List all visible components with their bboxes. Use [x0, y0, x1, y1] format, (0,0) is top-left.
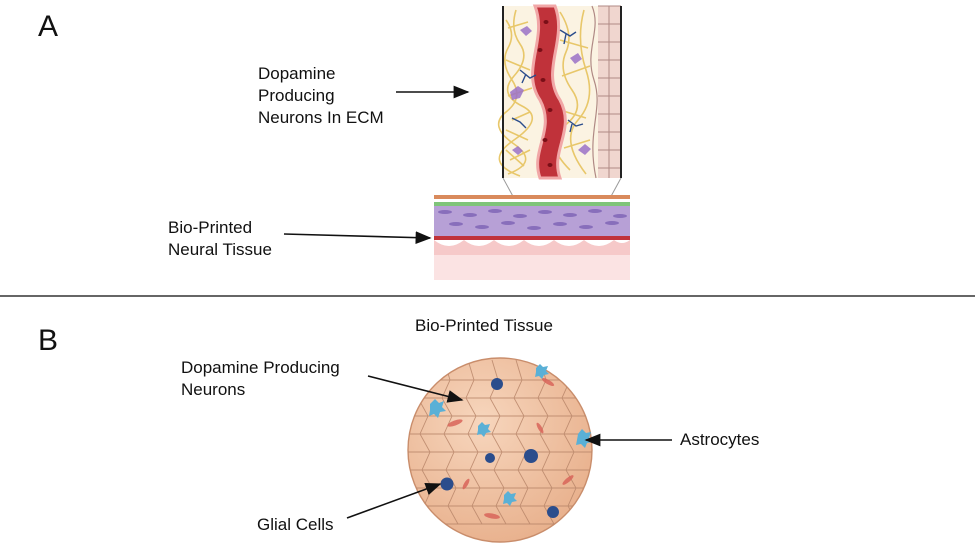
ecm-neurons — [511, 29, 584, 133]
dopamine-neurons — [440, 378, 559, 518]
arrow-neurons — [367, 375, 464, 403]
label-dopamine-neurons-2: Neurons — [181, 380, 245, 399]
ecm-epithelium — [590, 5, 621, 179]
label-bioprinted-tissue-2: Neural Tissue — [168, 240, 272, 259]
panel-b-title: Bio-Printed Tissue — [415, 316, 553, 335]
ecm-zoom-panel — [497, 4, 622, 180]
label-dopamine-ecm-3: Neurons In ECM — [258, 108, 384, 127]
ecm-purple-cells — [510, 26, 591, 155]
tissue-sphere — [407, 357, 593, 543]
arrow-tissue — [283, 231, 432, 245]
label-bioprinted-tissue-1: Bio-Printed — [168, 218, 252, 237]
red-cells — [447, 378, 574, 519]
label-glial-cells: Glial Cells — [257, 515, 334, 534]
arrow-glial — [346, 482, 442, 519]
bio-printed-tissue-slab — [434, 195, 630, 280]
blood-vessel — [531, 4, 567, 180]
panel-b-letter: B — [38, 324, 58, 357]
panel-a-letter: A — [38, 10, 58, 43]
label-dopamine-ecm-1: Dopamine — [258, 64, 336, 83]
astrocytes — [429, 364, 593, 506]
label-dopamine-neurons-1: Dopamine Producing — [181, 358, 340, 377]
label-dopamine-ecm-2: Producing — [258, 86, 335, 105]
label-astrocytes: Astrocytes — [680, 430, 759, 449]
